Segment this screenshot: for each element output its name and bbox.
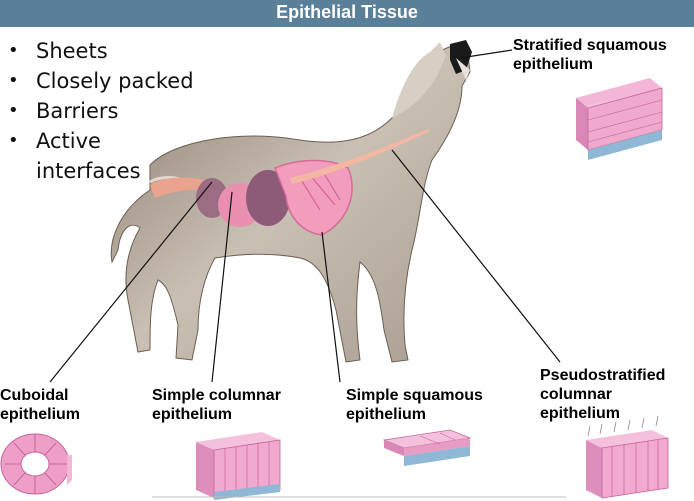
label-pseudostratified: Pseudostratified columnar epithelium bbox=[540, 366, 665, 423]
label-line: columnar bbox=[540, 386, 613, 403]
label-line: Pseudostratified bbox=[540, 367, 666, 384]
slide-title: Epithelial Tissue bbox=[0, 0, 694, 27]
label-line: Simple squamous bbox=[346, 387, 483, 404]
bullet-dot-icon: • bbox=[8, 40, 19, 61]
bullet-item: • Sheets bbox=[6, 36, 194, 66]
label-line: Simple columnar bbox=[152, 387, 281, 404]
bullet-text: Barriers bbox=[36, 99, 119, 123]
label-line: epithelium bbox=[540, 405, 621, 422]
bullet-dot-icon: • bbox=[8, 70, 19, 91]
label-line: epithelium bbox=[513, 56, 594, 73]
bullet-list: • Sheets • Closely packed • Barriers • Activ… bbox=[6, 36, 194, 186]
simple-columnar-tissue bbox=[196, 432, 281, 500]
label-stratified-squamous: Stratified squamous epithelium bbox=[513, 36, 667, 74]
label-line: Cuboidal bbox=[0, 387, 69, 404]
label-simple-squamous: Simple squamous epithelium bbox=[346, 386, 483, 424]
label-line: epithelium bbox=[0, 406, 81, 423]
bullet-text: Active interfaces bbox=[36, 129, 141, 183]
cuboidal-tissue bbox=[0, 433, 72, 495]
label-line: epithelium bbox=[346, 406, 427, 423]
bullet-text: Sheets bbox=[36, 39, 108, 63]
bullet-item: • Active interfaces bbox=[6, 126, 194, 186]
label-line: Stratified squamous bbox=[513, 37, 667, 54]
label-simple-columnar: Simple columnar epithelium bbox=[152, 386, 281, 424]
bullet-item: • Closely packed bbox=[6, 66, 194, 96]
bullet-dot-icon: • bbox=[8, 100, 19, 121]
bullet-dot-icon: • bbox=[8, 130, 19, 151]
label-line: epithelium bbox=[152, 406, 233, 423]
label-cuboidal: Cuboidal epithelium bbox=[0, 386, 80, 424]
pseudostratified-tissue bbox=[586, 415, 669, 499]
leader-lines bbox=[49, 49, 561, 383]
bullet-text: Closely packed bbox=[36, 69, 194, 93]
stratified-squamous-tissue bbox=[576, 78, 663, 160]
simple-squamous-tissue bbox=[382, 429, 472, 466]
organs bbox=[150, 128, 430, 236]
bullet-item: • Barriers bbox=[6, 96, 194, 126]
